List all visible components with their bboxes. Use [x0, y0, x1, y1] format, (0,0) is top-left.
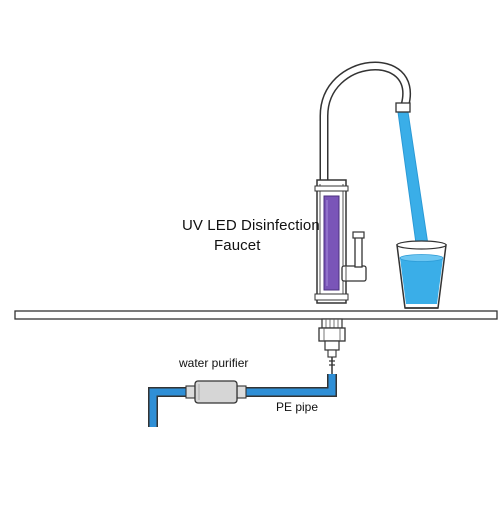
uv-led-tube: [323, 195, 340, 291]
glass: [396, 240, 447, 309]
faucet-body: [314, 179, 349, 304]
water-purifier: [185, 380, 247, 404]
faucet-spout: [319, 61, 412, 180]
faucet-title-line-2: Faucet: [214, 237, 261, 254]
water-purifier-label: water purifier: [179, 356, 249, 370]
faucet-handle: [341, 231, 367, 282]
faucet-title-line-1: UV LED Disinfection: [182, 217, 320, 234]
countertop: [14, 310, 498, 320]
under-counter-fitting: [318, 318, 346, 376]
water-stream: [397, 111, 431, 259]
pe-pipe-label: PE pipe: [276, 400, 319, 414]
